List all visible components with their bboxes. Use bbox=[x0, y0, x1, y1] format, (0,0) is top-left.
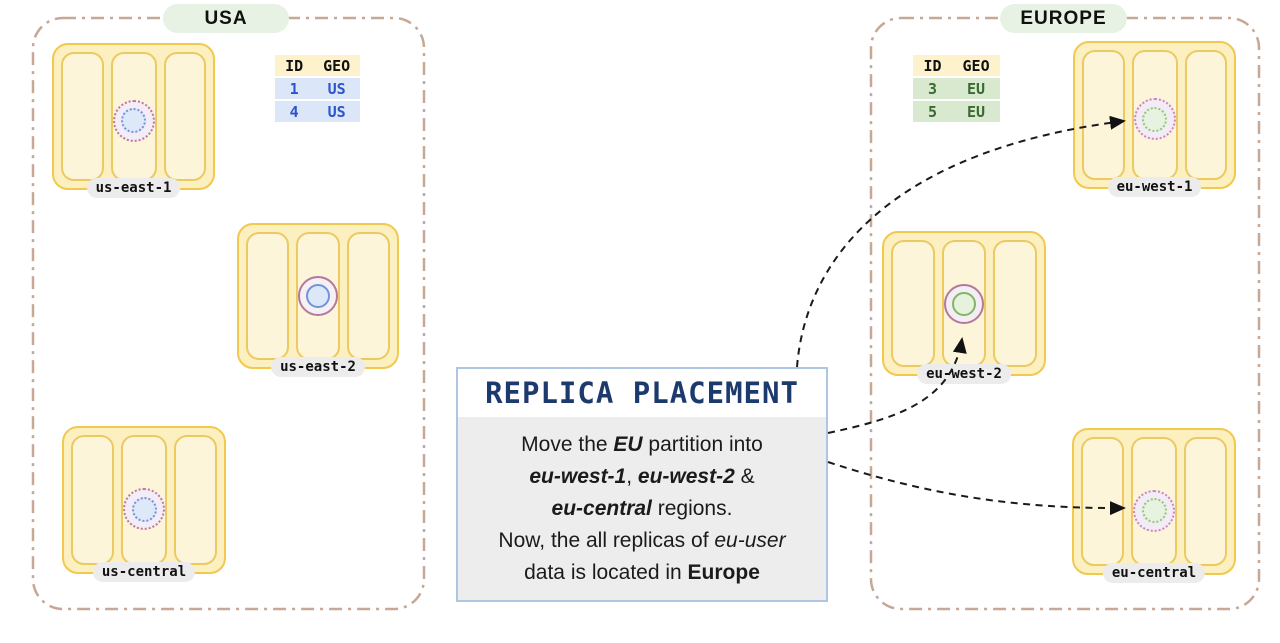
col-id: ID bbox=[923, 56, 942, 75]
zone-us-east-1: us-east-1 bbox=[52, 43, 215, 198]
db-node bbox=[163, 52, 206, 181]
cell-id: 1 bbox=[289, 79, 299, 98]
text-eu-central: eu-central bbox=[551, 497, 652, 520]
callout-line: Now, the all replicas of eu-user bbox=[462, 530, 822, 551]
callout-title: REPLICA PLACEMENT bbox=[458, 369, 826, 417]
db-node bbox=[296, 232, 340, 360]
db-node bbox=[891, 240, 935, 367]
zone-label: us-central bbox=[92, 562, 196, 582]
db-node bbox=[110, 52, 157, 181]
us-partition-table: ID GEO 1 US 4 US bbox=[275, 55, 360, 124]
callout-line: Move the EU partition into bbox=[462, 434, 822, 455]
cell-id: 3 bbox=[928, 79, 938, 98]
usa-region-label: USA bbox=[163, 4, 289, 33]
zone-label: eu-central bbox=[1102, 563, 1206, 583]
table-row: 3 EU bbox=[913, 78, 1000, 99]
cell-id: 4 bbox=[289, 102, 299, 121]
text: & bbox=[734, 465, 755, 488]
text: Move the bbox=[521, 433, 614, 456]
cell-geo: EU bbox=[967, 102, 986, 121]
zone-us-east-2: us-east-2 bbox=[237, 223, 399, 377]
db-node bbox=[61, 52, 104, 181]
text-eu-user: eu-user bbox=[714, 529, 786, 552]
usa-region-label-text: USA bbox=[204, 7, 248, 29]
zone-eu-west-1: eu-west-1 bbox=[1073, 41, 1236, 197]
text-eu-west-2: eu-west-2 bbox=[637, 465, 735, 488]
db-node bbox=[1184, 50, 1227, 180]
db-node bbox=[121, 435, 167, 565]
callout-line: eu-central regions. bbox=[462, 498, 822, 519]
cell-geo: US bbox=[327, 102, 346, 121]
text-eu: EU bbox=[613, 433, 643, 456]
eu-partition-table: ID GEO 3 EU 5 EU bbox=[913, 55, 1000, 124]
eu-partition-dot-icon bbox=[1141, 498, 1167, 523]
db-node bbox=[71, 435, 114, 565]
table-header-row: ID GEO bbox=[275, 55, 360, 76]
cell-geo: US bbox=[327, 79, 346, 98]
zone-label: eu-west-1 bbox=[1107, 177, 1202, 197]
us-partition-dot-icon bbox=[131, 496, 157, 522]
text: data is located in bbox=[524, 561, 688, 584]
table-header-row: ID GEO bbox=[913, 55, 1000, 76]
db-node bbox=[1184, 437, 1227, 566]
db-node bbox=[1131, 437, 1177, 566]
db-node bbox=[942, 240, 986, 367]
eu-follower-replica-icon bbox=[1133, 489, 1175, 532]
text: Now, the all replicas of bbox=[498, 529, 715, 552]
us-partition-dot-icon bbox=[121, 108, 146, 133]
col-geo: GEO bbox=[962, 56, 990, 75]
us-follower-replica-icon bbox=[123, 488, 165, 530]
text: partition into bbox=[642, 433, 763, 456]
eu-partition-dot-icon bbox=[952, 291, 976, 316]
zone-label: eu-west-2 bbox=[917, 364, 1011, 384]
db-node bbox=[174, 435, 217, 565]
db-node bbox=[347, 232, 390, 360]
text: regions. bbox=[651, 497, 733, 520]
db-node bbox=[1131, 50, 1178, 180]
db-node bbox=[1081, 437, 1124, 566]
table-row: 5 EU bbox=[913, 101, 1000, 122]
europe-region-label: EUROPE bbox=[1000, 4, 1127, 33]
text: , bbox=[626, 465, 638, 488]
db-node bbox=[246, 232, 289, 360]
callout-line: data is located in Europe bbox=[462, 562, 822, 583]
cell-geo: EU bbox=[967, 79, 986, 98]
callout-line: eu-west-1, eu-west-2 & bbox=[462, 466, 822, 487]
zone-eu-west-2: eu-west-2 bbox=[882, 231, 1046, 384]
zone-label: us-east-2 bbox=[271, 357, 365, 377]
db-node bbox=[993, 240, 1037, 367]
zone-us-central: us-central bbox=[62, 426, 226, 582]
us-partition-dot-icon bbox=[306, 284, 330, 308]
table-row: 4 US bbox=[275, 101, 360, 122]
replica-placement-callout: REPLICA PLACEMENT Move the EU partition … bbox=[456, 367, 828, 602]
europe-region-label-text: EUROPE bbox=[1020, 7, 1107, 29]
col-geo: GEO bbox=[323, 56, 351, 75]
col-id: ID bbox=[285, 56, 304, 75]
eu-partition-dot-icon bbox=[1142, 106, 1167, 132]
us-follower-replica-icon bbox=[112, 99, 155, 142]
zone-label: us-east-1 bbox=[86, 178, 181, 198]
eu-follower-replica-icon bbox=[1133, 98, 1176, 140]
table-row: 1 US bbox=[275, 78, 360, 99]
text-eu-west-1: eu-west-1 bbox=[529, 465, 627, 488]
us-leader-replica-icon bbox=[298, 276, 338, 316]
eu-leader-replica-icon bbox=[944, 283, 984, 324]
zone-eu-central: eu-central bbox=[1072, 428, 1236, 583]
db-node bbox=[1082, 50, 1125, 180]
cell-id: 5 bbox=[928, 102, 938, 121]
text-europe: Europe bbox=[687, 561, 760, 584]
callout-body: Move the EU partition into eu-west-1, eu… bbox=[458, 417, 826, 600]
